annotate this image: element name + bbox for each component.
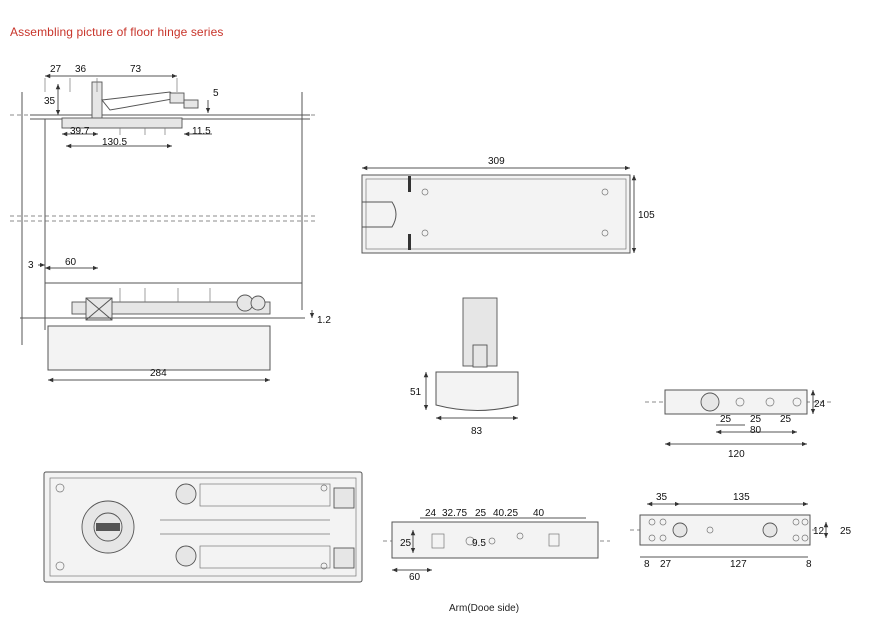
side-view: 27 36 73 35 5 39.7 11.5 130.5 (10, 64, 318, 345)
dim-51: 51 (410, 387, 422, 398)
dim-35: 35 (44, 96, 56, 107)
dim-135-right: 135 (733, 492, 750, 503)
body-top-view (43, 471, 363, 583)
dim-11-5: 11.5 (192, 126, 211, 137)
spindle-view: 51 83 (410, 297, 519, 437)
dim-105: 105 (638, 210, 655, 221)
cover-plate: 309 105 (361, 156, 655, 254)
front-view: 3 60 1.2 284 (10, 215, 331, 383)
dim-25-arm-v: 25 (400, 538, 412, 549)
dim-60-arm: 60 (409, 572, 421, 583)
dim-25-right: 25 (840, 526, 852, 537)
dim-80-bar: 80 (750, 425, 762, 436)
dim-309: 309 (488, 156, 505, 167)
dim-25-bar-b: 25 (750, 414, 762, 425)
page-title: Assembling picture of floor hinge series (10, 25, 224, 39)
dim-36: 36 (75, 64, 87, 75)
arm-right-view: 35 135 12 25 8 27 127 8 (630, 492, 852, 570)
arm-caption: Arm(Dooe side) (449, 603, 520, 614)
dim-40-25-arm: 40.25 (493, 508, 518, 519)
dim-284: 284 (150, 368, 167, 379)
dim-27-right: 27 (660, 559, 672, 570)
dim-32-75-arm: 32.75 (442, 508, 467, 519)
dim-127-right: 127 (730, 559, 747, 570)
dim-120-bar: 120 (728, 449, 745, 460)
dim-24-arm: 24 (425, 508, 437, 519)
dim-25-arm: 25 (475, 508, 487, 519)
dim-25-bar-c: 25 (780, 414, 792, 425)
dim-8-right-a: 8 (644, 559, 650, 570)
dim-40-arm: 40 (533, 508, 545, 519)
dim-1-2: 1.2 (317, 315, 331, 326)
dim-12-right: 12 (813, 526, 825, 537)
dim-24-bar: 24 (814, 399, 826, 410)
dim-73: 73 (130, 64, 142, 75)
arm-view: 24 32.75 25 40.25 40 25 9.5 60 (383, 508, 610, 583)
dim-130-5: 130.5 (102, 137, 127, 148)
dim-5: 5 (213, 88, 219, 99)
dim-60: 60 (65, 257, 77, 268)
dim-3: 3 (28, 260, 34, 271)
dim-8-right-b: 8 (806, 559, 812, 570)
dim-83: 83 (471, 426, 483, 437)
top-bar: 24 25 25 25 80 120 (645, 389, 832, 460)
dim-39-7: 39.7 (70, 126, 90, 137)
dim-25-bar-a: 25 (720, 414, 732, 425)
dim-35-right: 35 (656, 492, 668, 503)
dim-9-5-arm: 9.5 (472, 538, 486, 549)
dim-27: 27 (50, 64, 62, 75)
